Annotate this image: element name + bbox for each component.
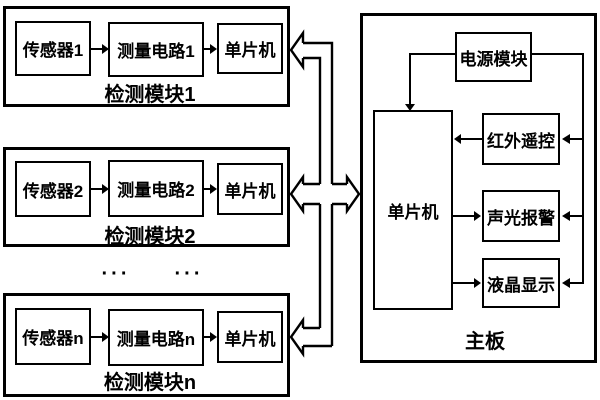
lcd-display-label: 液晶显示 <box>487 275 555 295</box>
measure-circuit-n-label: 测量电路n <box>116 330 196 349</box>
detection-module-1-label: 检测模块1 <box>104 83 196 106</box>
bus-double-arrow <box>289 29 361 358</box>
sensor-1-label: 传感器1 <box>22 41 84 60</box>
sound-light-alarm-label: 声光报警 <box>487 208 555 228</box>
power-module-box: 电源模块 <box>455 32 532 82</box>
mcu-n-label: 单片机 <box>224 329 276 349</box>
sensor-n-label: 传感器n <box>22 329 84 348</box>
mcu-1-label: 单片机 <box>224 41 276 60</box>
ir-remote-box: 红外遥控 <box>482 113 560 165</box>
mcu-2-label: 单片机 <box>224 181 276 201</box>
sensor-2-label: 传感器2 <box>22 181 84 201</box>
ir-remote-label: 红外遥控 <box>487 131 555 151</box>
mcu-n-box: 单片机 <box>217 311 283 363</box>
sensor-2-box: 传感器2 <box>15 161 91 217</box>
sensor-n-box: 传感器n <box>15 308 91 365</box>
main-mcu-box: 单片机 <box>373 110 453 310</box>
ellipsis-right: ··· <box>174 262 204 285</box>
measure-circuit-1-label: 测量电路1 <box>117 42 195 61</box>
measure-circuit-2-box: 测量电路2 <box>108 160 204 217</box>
detection-module-n-label: 检测模块n <box>103 371 197 394</box>
measure-circuit-2-label: 测量电路2 <box>117 181 195 200</box>
mcu-1-box: 单片机 <box>217 23 283 74</box>
main-mcu-label: 单片机 <box>387 202 439 222</box>
mainboard-label: 主板 <box>465 330 505 353</box>
mcu-2-box: 单片机 <box>217 163 283 215</box>
detection-module-2-label: 检测模块2 <box>104 225 196 248</box>
sound-light-alarm-box: 声光报警 <box>482 190 560 242</box>
measure-circuit-1-box: 测量电路1 <box>108 22 204 77</box>
lcd-display-box: 液晶显示 <box>482 258 560 308</box>
measure-circuit-n-box: 测量电路n <box>108 309 204 366</box>
ellipsis-left: ··· <box>101 262 131 285</box>
sensor-1-box: 传感器1 <box>15 21 91 76</box>
power-module-label: 电源模块 <box>459 49 528 69</box>
